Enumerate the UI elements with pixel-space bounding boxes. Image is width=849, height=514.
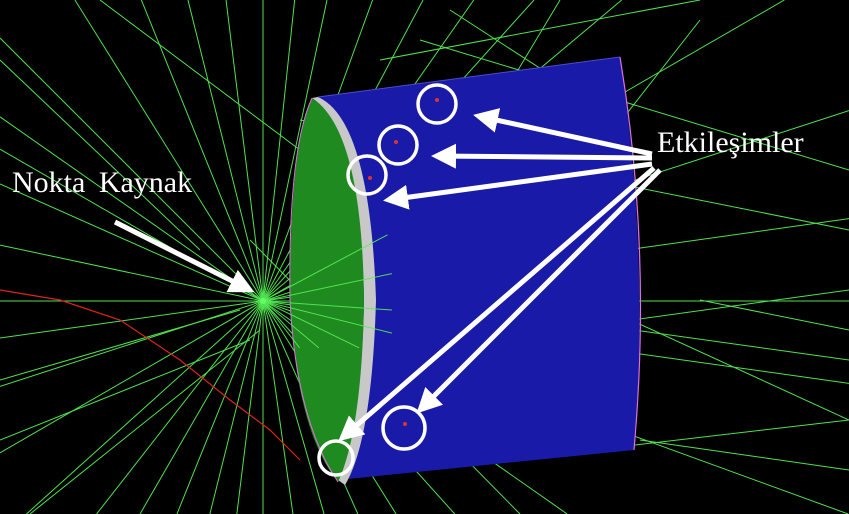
detector-face-edge	[289, 97, 339, 483]
gamma-track	[639, 439, 849, 471]
interactions-label: Etkileşimler	[657, 126, 804, 159]
gamma-track	[0, 59, 201, 251]
interaction-arrow	[473, 108, 653, 157]
gamma-track	[262, 300, 325, 514]
interaction-circle	[381, 405, 427, 451]
gamma-track	[26, 300, 264, 514]
gamma-track	[187, 0, 264, 302]
interaction-point	[394, 140, 398, 144]
gamma-track	[99, 0, 301, 151]
interaction-arrow	[416, 168, 662, 414]
gamma-track	[140, 0, 264, 302]
gamma-track	[262, 300, 360, 349]
interaction-circle	[317, 439, 355, 477]
gamma-track	[262, 300, 320, 349]
gamma-track	[0, 183, 264, 302]
detector-top-edge	[317, 56, 621, 98]
gamma-track	[176, 300, 264, 514]
interaction-point	[403, 422, 407, 426]
gamma-track	[0, 300, 264, 387]
gamma-tracks-front	[262, 234, 393, 349]
gamma-track	[262, 300, 393, 334]
interaction-arrow	[383, 161, 653, 210]
gamma-track	[29, 329, 261, 514]
gamma-track	[0, 339, 251, 441]
gamma-track	[0, 37, 264, 302]
interaction-arrow	[338, 166, 656, 442]
interaction-circle	[346, 154, 388, 196]
gamma-track	[699, 299, 849, 331]
interaction-circle	[377, 124, 419, 166]
gamma-track	[262, 234, 388, 302]
gamma-track	[419, 39, 849, 171]
detector-cylinder	[289, 56, 642, 485]
interaction-arrow	[431, 143, 653, 169]
gamma-track	[262, 300, 392, 311]
gamma-track	[0, 300, 264, 339]
gamma-track	[74, 0, 264, 302]
gamma-track	[262, 273, 393, 302]
interaction-point	[435, 98, 439, 102]
gamma-track	[262, 0, 328, 302]
gamma-track	[0, 300, 264, 454]
interaction-circle	[416, 83, 458, 125]
gamma-track	[262, 300, 294, 514]
gamma-track	[209, 300, 264, 514]
point-source-marker	[260, 298, 266, 304]
interaction-points	[368, 98, 439, 426]
gamma-track	[379, 0, 701, 61]
gamma-track	[96, 300, 264, 514]
gamma-track	[236, 300, 264, 514]
interaction-point	[368, 176, 372, 180]
gamma-track	[225, 0, 264, 302]
gamma-track	[139, 300, 264, 514]
detector-face	[290, 98, 364, 482]
point-source-label: Nokta Kaynak	[12, 166, 193, 199]
detector-end-edge	[619, 56, 642, 451]
gamma-track	[0, 116, 264, 302]
gamma-track	[0, 309, 241, 381]
gamma-track	[262, 300, 301, 349]
gamma-track	[262, 0, 296, 302]
electron-track	[0, 289, 301, 461]
gamma-track	[0, 244, 264, 302]
interaction-markers	[317, 83, 458, 477]
annotation-arrows	[113, 108, 662, 442]
source-arrow	[113, 219, 255, 293]
